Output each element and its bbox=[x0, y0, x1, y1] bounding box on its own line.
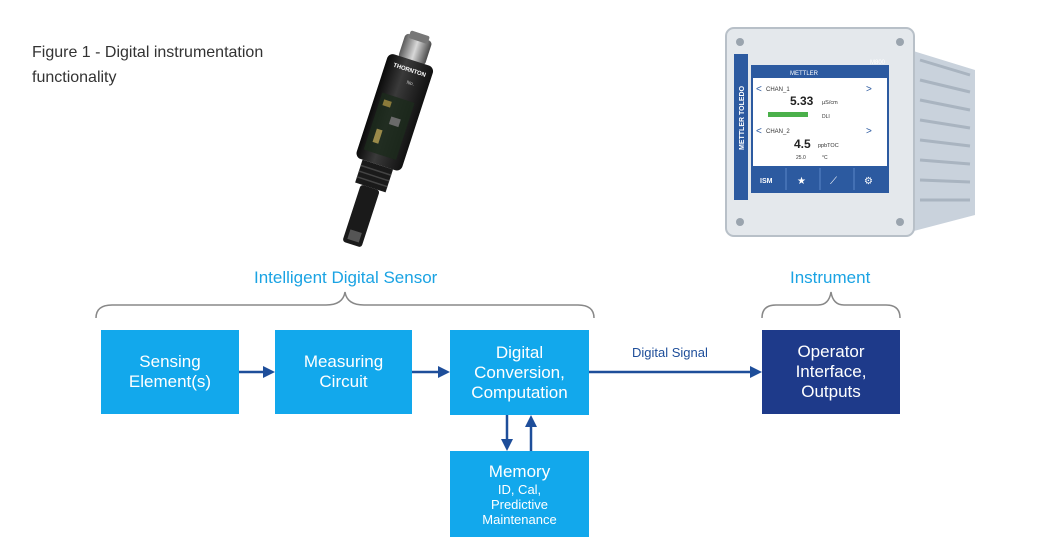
channel-2-value: 4.5 bbox=[794, 137, 811, 151]
digital-line-1: Digital bbox=[495, 342, 544, 362]
screen-header-text: METTLER bbox=[790, 71, 819, 77]
screw-icon bbox=[736, 218, 744, 226]
sensor-probe-tip bbox=[347, 229, 362, 243]
measuring-circuit-box: Measuring Circuit bbox=[275, 330, 412, 414]
circuit-chip bbox=[382, 99, 392, 108]
sensor-group-label: Intelligent Digital Sensor bbox=[254, 268, 438, 287]
digital-line-2: Conversion, bbox=[474, 362, 565, 382]
sensing-line-2: Element(s) bbox=[128, 372, 212, 391]
digital-conversion-box: Digital Conversion, Computation bbox=[450, 330, 589, 415]
softkey-ism: ISM bbox=[760, 178, 773, 185]
caption-line-1: Figure 1 - Digital instrumentation bbox=[32, 44, 264, 61]
channel-1-secondary-unit: DLI bbox=[822, 114, 830, 120]
memory-detail-3: Maintenance bbox=[482, 511, 557, 527]
sensing-line-1: Sensing bbox=[139, 352, 201, 371]
screw-icon bbox=[736, 38, 744, 46]
chevron-left-icon: < bbox=[756, 84, 762, 95]
measuring-line-1: Measuring bbox=[303, 352, 384, 371]
transmitter-housing-side bbox=[910, 50, 975, 232]
sensing-element-box: Sensing Element(s) bbox=[101, 330, 239, 414]
chevron-right-icon: > bbox=[866, 126, 872, 137]
model-text: M800 bbox=[870, 60, 886, 66]
channel-2-secondary-unit: °C bbox=[822, 155, 828, 161]
chart-icon: ⟋ bbox=[830, 176, 837, 187]
screw-icon bbox=[896, 38, 904, 46]
operator-line-1: Operator bbox=[797, 342, 865, 361]
chevron-left-icon: < bbox=[756, 126, 762, 137]
operator-interface-box: Operator Interface, Outputs bbox=[762, 330, 900, 414]
channel-1-value: 5.33 bbox=[790, 94, 814, 108]
sensor-connector-cap bbox=[408, 30, 430, 44]
star-icon: ★ bbox=[797, 176, 806, 187]
channel-2-unit: ppbTOC bbox=[818, 143, 839, 149]
chevron-right-icon: > bbox=[866, 84, 872, 95]
caption-line-2: functionality bbox=[32, 69, 117, 86]
instrument-bracket bbox=[761, 291, 901, 319]
memory-title: Memory bbox=[488, 461, 551, 481]
operator-line-2: Interface, bbox=[795, 362, 867, 381]
operator-line-3: Outputs bbox=[801, 382, 861, 401]
sensor-serial-text: No. bbox=[406, 80, 415, 88]
circuit-chip bbox=[372, 128, 383, 144]
figure-caption: Figure 1 - Digital instrumentation funct… bbox=[32, 40, 292, 90]
brand-strip bbox=[734, 54, 748, 200]
channel-1-bar bbox=[768, 112, 808, 117]
channel-1-name: CHAN_1 bbox=[766, 87, 790, 93]
instrument-group-label: Instrument bbox=[790, 268, 871, 287]
brand-text: METTLER TOLEDO bbox=[739, 85, 746, 150]
screw-icon bbox=[896, 218, 904, 226]
memory-box: Memory ID, Cal, Predictive Maintenance bbox=[450, 451, 589, 537]
digital-signal-label: Digital Signal bbox=[632, 345, 708, 360]
measuring-line-2: Circuit bbox=[319, 372, 368, 391]
channel-1-unit: µS/cm bbox=[822, 100, 838, 106]
channel-2-secondary: 25.0 bbox=[796, 155, 806, 161]
circuit-chip bbox=[388, 116, 401, 128]
gear-icon: ⚙ bbox=[864, 176, 873, 187]
digital-line-3: Computation bbox=[471, 382, 568, 402]
sensor-bracket bbox=[95, 291, 595, 319]
memory-detail-2: Predictive bbox=[490, 496, 549, 512]
channel-2-name: CHAN_2 bbox=[766, 129, 790, 135]
memory-detail-1: ID, Cal, bbox=[497, 481, 542, 497]
screen-header bbox=[752, 66, 888, 78]
